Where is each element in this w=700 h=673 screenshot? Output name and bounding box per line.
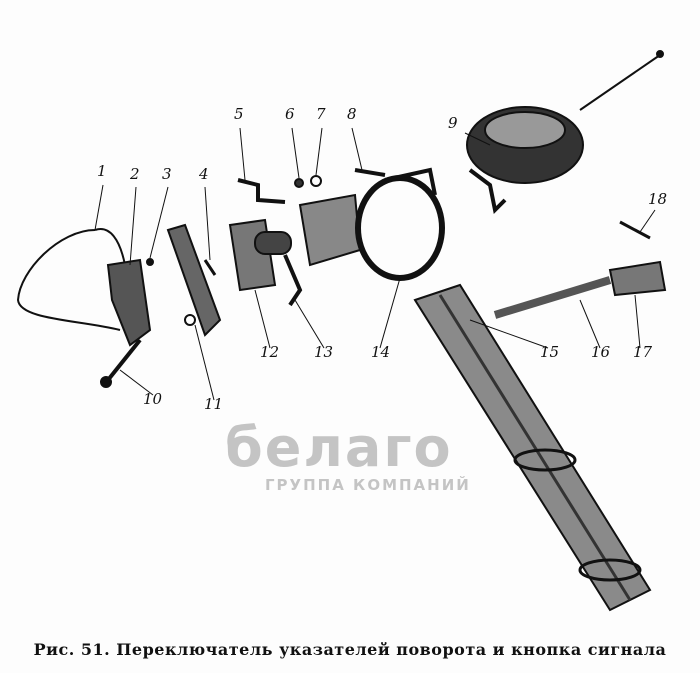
part-label-13: 13	[314, 343, 334, 361]
part-11-plate	[166, 223, 222, 337]
part-label-2: 2	[130, 165, 140, 183]
part-label-6: 6	[285, 105, 295, 123]
figure-caption: Рис. 51. Переключатель указателей поворо…	[33, 640, 667, 659]
part-8-screw	[354, 168, 386, 177]
part-label-15: 15	[540, 343, 560, 361]
part-5-bracket	[237, 178, 286, 204]
part-14-clamp-block	[298, 193, 362, 267]
part-7-washer	[310, 175, 322, 187]
part-4-spring	[203, 259, 217, 276]
part-6-nut	[294, 178, 304, 188]
part-label-8: 8	[347, 105, 357, 123]
part-label-10: 10	[143, 390, 163, 408]
part-1-wire	[16, 228, 126, 331]
part-label-14: 14	[371, 343, 391, 361]
part-17-fork	[608, 260, 667, 297]
part-18-cotter-pin	[619, 220, 651, 240]
part-label-18: 18	[648, 190, 668, 208]
part-13-lever	[283, 254, 303, 307]
part-label-11: 11	[204, 395, 224, 413]
part-label-5: 5	[234, 105, 244, 123]
part-10-pin	[106, 338, 142, 382]
part-2-bracket	[106, 258, 152, 347]
part-label-16: 16	[591, 343, 611, 361]
part-label-3: 3	[162, 165, 172, 183]
part-label-7: 7	[316, 105, 326, 123]
part-label-12: 12	[260, 343, 280, 361]
part-label-17: 17	[633, 343, 653, 361]
part-14-clamp	[355, 175, 445, 281]
part-label-9: 9	[448, 114, 458, 132]
watermark-logo: белаго	[225, 416, 453, 479]
leader-lines	[94, 127, 656, 401]
part-15-column-tube	[413, 283, 652, 612]
part-label-4: 4	[199, 165, 209, 183]
watermark-subtitle: ГРУППА КОМПАНИЙ	[265, 476, 471, 494]
part-3-ball	[146, 258, 154, 266]
watermark: белаго ГРУППА КОМПАНИЙ	[225, 416, 471, 495]
part-label-1: 1	[97, 162, 107, 180]
part-16-rod	[493, 276, 612, 319]
